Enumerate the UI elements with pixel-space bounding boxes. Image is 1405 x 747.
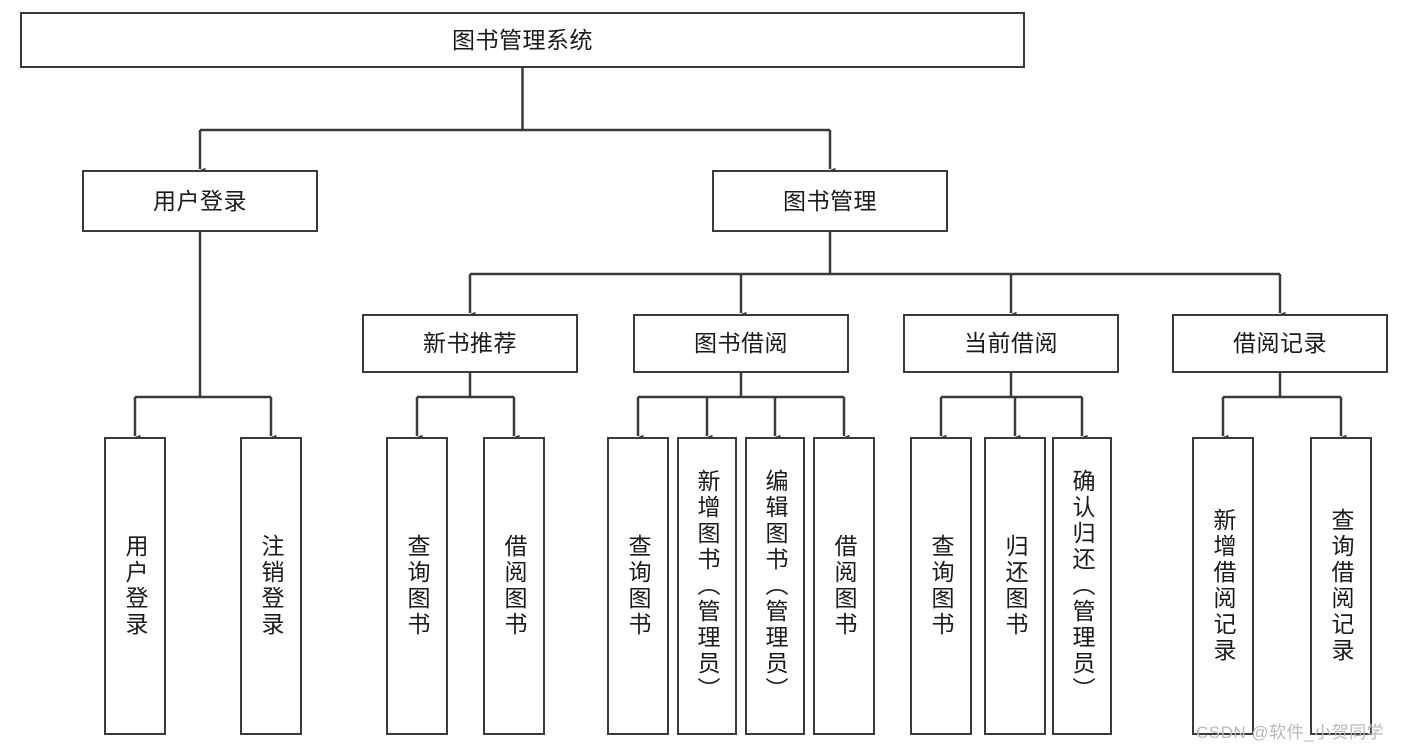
node-current-borrow[interactable]: 当前借阅: [903, 314, 1119, 373]
node-leaf-user-login[interactable]: 用户登录: [104, 437, 166, 735]
node-label: 用户登录: [153, 187, 247, 214]
node-label: 图书管理系统: [452, 26, 593, 53]
node-leaf-borrow-book-1[interactable]: 借阅图书: [483, 437, 545, 735]
node-leaf-edit-book[interactable]: 编辑图书（管理员）: [745, 437, 805, 735]
node-borrow-record[interactable]: 借阅记录: [1172, 314, 1388, 373]
node-label: 借阅图书: [831, 534, 858, 638]
node-leaf-return-book[interactable]: 归还图书: [984, 437, 1046, 735]
node-leaf-add-record[interactable]: 新增借阅记录: [1192, 437, 1254, 735]
node-root[interactable]: 图书管理系统: [20, 12, 1025, 68]
node-label: 归还图书: [1002, 534, 1029, 638]
node-label: 查询图书: [404, 534, 431, 638]
node-leaf-query-book-2[interactable]: 查询图书: [607, 437, 669, 735]
node-leaf-query-record[interactable]: 查询借阅记录: [1310, 437, 1372, 735]
node-user-login[interactable]: 用户登录: [82, 170, 318, 232]
node-label: 新增图书（管理员）: [694, 469, 721, 703]
node-label: 新书推荐: [423, 330, 517, 357]
node-label: 编辑图书（管理员）: [762, 469, 789, 703]
node-leaf-logout[interactable]: 注销登录: [240, 437, 302, 735]
node-leaf-confirm-return[interactable]: 确认归还（管理员）: [1052, 437, 1112, 735]
node-book-borrow[interactable]: 图书借阅: [633, 314, 849, 373]
node-leaf-add-book[interactable]: 新增图书（管理员）: [677, 437, 737, 735]
node-label: 确认归还（管理员）: [1069, 469, 1096, 703]
node-leaf-borrow-book-2[interactable]: 借阅图书: [813, 437, 875, 735]
edge-group: [129, 68, 1347, 444]
node-new-book-rec[interactable]: 新书推荐: [362, 314, 578, 373]
node-label: 新增借阅记录: [1210, 508, 1237, 664]
node-leaf-query-book-1[interactable]: 查询图书: [386, 437, 448, 735]
node-label: 图书管理: [783, 187, 877, 214]
node-label: 借阅图书: [501, 534, 528, 638]
node-leaf-query-book-3[interactable]: 查询图书: [910, 437, 972, 735]
node-label: 查询图书: [928, 534, 955, 638]
node-label: 查询借阅记录: [1328, 508, 1355, 664]
node-label: 注销登录: [258, 534, 285, 638]
node-label: 借阅记录: [1233, 330, 1327, 357]
node-label: 当前借阅: [964, 330, 1058, 357]
node-label: 查询图书: [625, 534, 652, 638]
node-label: 用户登录: [122, 534, 149, 638]
node-book-mgmt[interactable]: 图书管理: [712, 170, 948, 232]
node-label: 图书借阅: [694, 330, 788, 357]
